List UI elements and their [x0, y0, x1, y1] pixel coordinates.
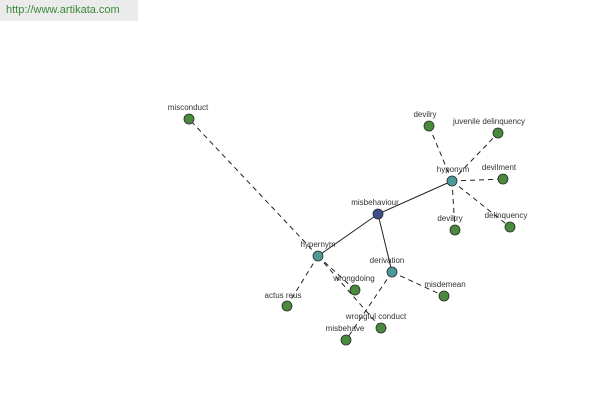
node-label-devilry1[interactable]: devilry — [413, 110, 436, 119]
node-label-misconduct[interactable]: misconduct — [168, 103, 209, 112]
node-wrongdoing[interactable] — [349, 284, 361, 296]
edge-hyponym-delinquency — [451, 180, 511, 228]
node-label-juvenile-delinquency[interactable]: juvenile delinquency — [452, 117, 525, 126]
edge-derivation-misdemean — [391, 271, 445, 297]
node-juvenile-delinquency[interactable] — [492, 127, 504, 139]
edge-hyponym-deviltry — [451, 180, 456, 231]
node-label-hyponym[interactable]: hyponym — [437, 165, 470, 174]
node-label-misbehave[interactable]: misbehave — [326, 324, 365, 333]
edge-hyponym-devilment — [451, 178, 504, 182]
edge-hypernym-wrongful_conduct — [317, 255, 382, 329]
node-actus-reus[interactable] — [281, 300, 293, 312]
node-misconduct[interactable] — [183, 113, 195, 125]
node-label-wrongful-conduct[interactable]: wrongful conduct — [345, 312, 407, 321]
edge-hypernym-actus_reus — [286, 255, 319, 307]
node-label-hypernym[interactable]: hypernym — [300, 240, 335, 249]
node-hypernym[interactable] — [312, 250, 324, 262]
node-label-center[interactable]: misbehaviour — [351, 198, 399, 207]
edge-hypernym-wrongdoing — [317, 255, 356, 291]
node-misbehave[interactable] — [340, 334, 352, 346]
node-hyponym[interactable] — [446, 175, 458, 187]
node-misdemean[interactable] — [438, 290, 450, 302]
edge-hyponym-devilry1 — [428, 125, 453, 182]
node-devilment[interactable] — [497, 173, 509, 185]
node-derivation[interactable] — [386, 266, 398, 278]
node-label-devilment[interactable]: devilment — [482, 163, 517, 172]
node-label-actus-reus[interactable]: actus reus — [265, 291, 302, 300]
edge-hyponym-juvenile_delinquency — [451, 132, 499, 182]
node-label-derivation[interactable]: derivation — [370, 256, 405, 265]
edge-center-derivation — [377, 213, 393, 273]
node-wrongful-conduct[interactable] — [375, 322, 387, 334]
node-delinquency[interactable] — [504, 221, 516, 233]
node-label-misdemean[interactable]: misdemean — [424, 280, 465, 289]
site-url-link[interactable]: http://www.artikata.com — [0, 0, 138, 21]
node-label-wrongdoing[interactable]: wrongdoing — [332, 274, 374, 283]
node-devilry1[interactable] — [423, 120, 435, 132]
edge-derivation-misbehave — [345, 271, 393, 341]
edge-hypernym-misconduct — [188, 118, 319, 257]
node-center[interactable] — [372, 208, 384, 220]
node-label-deviltry[interactable]: deviltry — [437, 214, 462, 223]
edge-center-hypernym — [317, 213, 379, 257]
node-deviltry[interactable] — [449, 224, 461, 236]
edge-center-hyponym — [377, 180, 453, 215]
node-label-delinquency[interactable]: delinquency — [485, 211, 528, 220]
